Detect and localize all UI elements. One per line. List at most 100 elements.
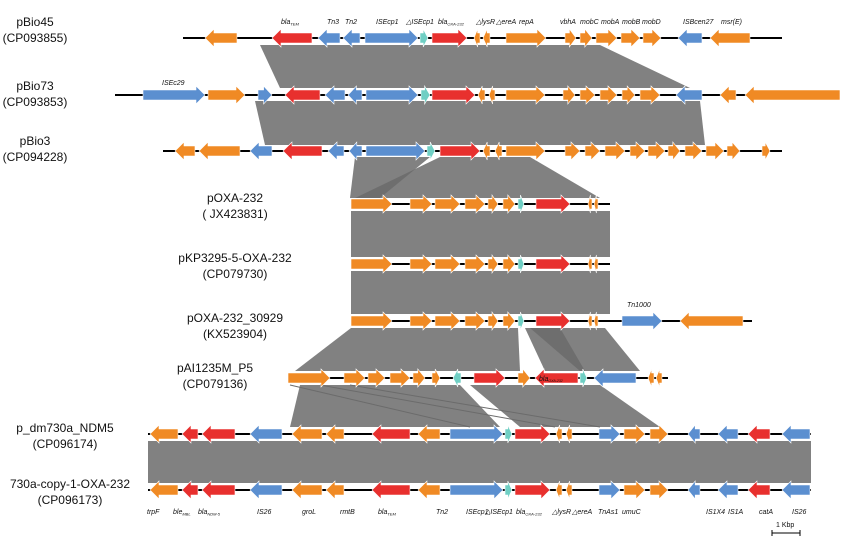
- gene-arrow: [181, 424, 199, 444]
- gene-arrow: [564, 28, 577, 48]
- gene-arrow: [149, 424, 179, 444]
- gene-arrow: [675, 85, 703, 105]
- gene-arrow: [761, 141, 771, 161]
- gene-arrow: [623, 480, 646, 500]
- gene-arrow: [431, 85, 476, 105]
- gene-label: blaOXA-232: [438, 19, 465, 27]
- gene-arrow: [174, 141, 196, 161]
- gene-arrow: [284, 85, 321, 105]
- gene-arrow: [420, 84, 431, 106]
- gene-arrow: [562, 85, 576, 105]
- homology-link: [290, 385, 500, 427]
- gene-arrow: [595, 28, 618, 48]
- gene-arrow: [534, 368, 579, 388]
- gene-arrow: [505, 28, 547, 48]
- gene-arrow: [587, 311, 593, 331]
- gene-arrow: [717, 424, 739, 444]
- gene-label: mobD: [642, 19, 661, 26]
- gene-arrow: [473, 368, 506, 388]
- scale-bar-label: 1 Kbp: [776, 522, 794, 529]
- homology-link: [295, 328, 520, 371]
- gene-arrow: [325, 424, 345, 444]
- gene-arrow: [747, 480, 771, 500]
- accession: (CP093855): [2, 31, 68, 45]
- gene-arrow: [593, 311, 599, 331]
- gene-arrow: [488, 85, 496, 105]
- gene-arrow: [317, 28, 341, 48]
- gene-arrow: [593, 194, 599, 214]
- gene-label: ISEc29: [162, 80, 185, 87]
- gene-arrow: [452, 368, 462, 388]
- gene-arrow: [744, 85, 841, 105]
- gene-label: IS1A: [728, 509, 744, 516]
- gene-arrow: [642, 28, 662, 48]
- accession: ( JX423831): [202, 207, 268, 221]
- gene-arrow: [282, 141, 323, 161]
- gene-arrow: [249, 424, 283, 444]
- plasmid-name: pBio3: [19, 134, 51, 148]
- gene-arrow: [517, 368, 531, 388]
- gene-arrow: [647, 368, 655, 388]
- gene-arrow: [517, 254, 525, 274]
- gene-arrow: [620, 28, 641, 48]
- gene-label: blaTEM: [378, 509, 396, 517]
- gene-labels: blaTEM Tn3 Tn2 ISEcp1 △ISEcp1 blaOXA-232…: [147, 19, 807, 517]
- gene-arrow: [647, 141, 666, 161]
- track-label-pKP3295: pKP3295-5-OXA-232 (CP079730): [160, 250, 310, 282]
- gene-label: rmtB: [340, 509, 355, 516]
- gene-label: mobB: [622, 19, 641, 26]
- gene-arrow: [502, 311, 516, 331]
- gene-arrow: [655, 368, 663, 388]
- gene-arrow: [434, 194, 461, 214]
- gene-arrow: [587, 254, 593, 274]
- gene-arrow: [201, 480, 236, 500]
- gene-arrow: [149, 480, 179, 500]
- track-label-dm730a: p_dm730a_NDM5 (CP096174): [0, 420, 130, 452]
- gene-label: IS1X4: [706, 509, 725, 516]
- gene-arrow: [449, 424, 504, 444]
- gene-label: msr(E): [721, 19, 742, 26]
- gene-arrow: [535, 311, 571, 331]
- track-label-pOXA-232: pOXA-232 ( JX423831): [170, 190, 300, 222]
- homology-link-line: [289, 384, 471, 428]
- gene-arrow: [417, 480, 441, 500]
- gene-label: bleMBL: [173, 509, 191, 517]
- gene-arrow: [291, 480, 323, 500]
- plasmid-name: p_dm730a_NDM5: [16, 421, 114, 435]
- gene-label: Tn3: [327, 19, 339, 26]
- gene-arrow: [291, 424, 323, 444]
- gene-arrow: [431, 28, 468, 48]
- gene-arrow: [477, 85, 486, 105]
- gene-arrow: [726, 141, 741, 161]
- gene-arrow: [494, 141, 503, 161]
- gene-arrow: [684, 141, 703, 161]
- gene-label: repA: [519, 19, 534, 26]
- gene-arrow: [719, 85, 737, 105]
- gene-label: △lysR: [475, 19, 495, 26]
- gene-arrow: [347, 85, 363, 105]
- gene-arrow: [417, 424, 441, 444]
- gene-arrow: [371, 424, 411, 444]
- gene-label: mobC: [580, 19, 600, 26]
- gene-arrow: [249, 141, 273, 161]
- gene-arrow: [426, 141, 436, 161]
- gene-label: ISBcen27: [683, 19, 714, 26]
- gene-arrow: [502, 254, 516, 274]
- homology-link: [148, 441, 811, 483]
- gene-arrow: [555, 424, 563, 444]
- plasmid-name: 730a-copy-1-OXA-232: [9, 477, 131, 491]
- gene-arrow: [687, 424, 701, 444]
- gene-arrow: [781, 424, 811, 444]
- gene-arrow: [649, 424, 669, 444]
- plasmid-name: pOXA-232: [206, 191, 264, 205]
- track-label-pBio3: pBio3 (CP094228): [0, 133, 70, 165]
- homology-link: [525, 328, 585, 371]
- gene-arrow: [487, 194, 499, 214]
- gene-arrow: [621, 311, 663, 331]
- gene-arrow: [629, 141, 646, 161]
- track-label-pBio45: pBio45 (CP093855): [0, 14, 70, 46]
- gene-arrow: [364, 28, 419, 48]
- gene-arrow: [579, 85, 596, 105]
- gene-label: IS26: [792, 509, 807, 516]
- gene-label: ISEcp1: [466, 509, 489, 516]
